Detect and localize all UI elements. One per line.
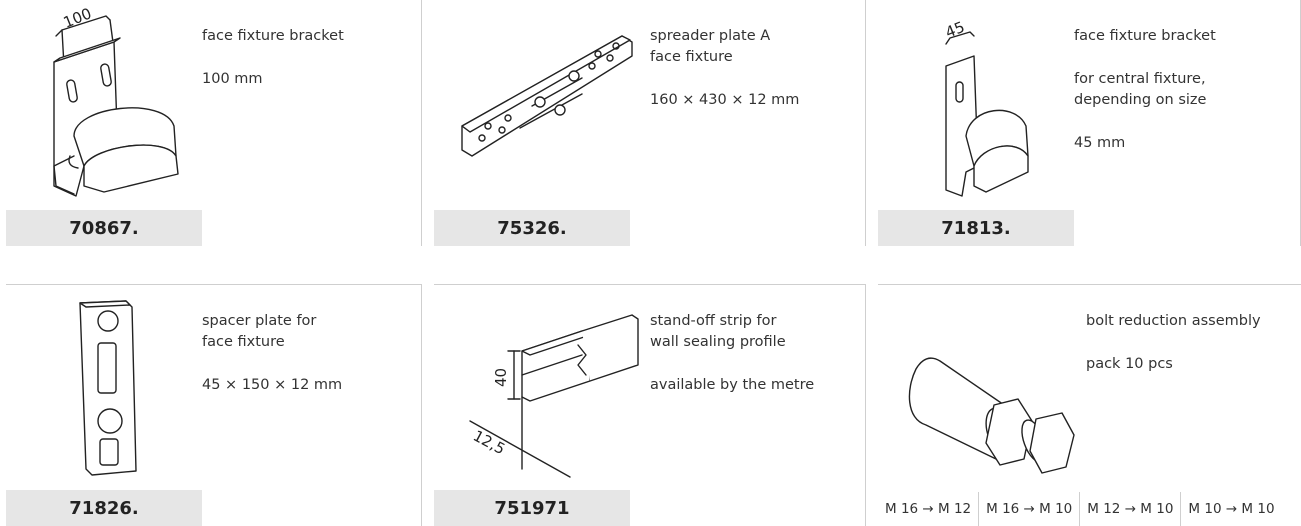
product-name: spreader plate A face fixture	[650, 28, 771, 65]
product-spec: 160 × 430 × 12 mm	[650, 92, 800, 108]
product-card-75326: spreader plate A face fixture 160 × 430 …	[434, 0, 866, 246]
variant-2: M 16 → M 10	[979, 492, 1081, 526]
spacer-plate-drawing	[14, 291, 204, 491]
product-spec: available by the metre	[650, 377, 815, 393]
product-name: face fixture bracket	[202, 28, 344, 44]
dimension-label: 45	[943, 18, 967, 42]
product-spec: 45 × 150 × 12 mm	[202, 377, 343, 393]
dimension-width: 12,5	[470, 427, 508, 459]
product-code: 71813.	[878, 210, 1074, 246]
product-code: 75326.	[434, 210, 630, 246]
product-name: spacer plate for face fixture	[202, 313, 317, 350]
product-card-71826: spacer plate for face fixture 45 × 150 ×…	[6, 284, 422, 526]
product-code: 71826.	[6, 490, 202, 526]
product-card-751971: 40 12,5 stand-off strip for wall sealing…	[434, 284, 866, 526]
product-name: bolt reduction assembly	[1086, 313, 1261, 329]
product-spec: for central fixture, depending on size	[1074, 71, 1207, 108]
dimension-height: 40	[492, 368, 510, 387]
spreader-plate-drawing	[442, 6, 652, 206]
bolt-reduction-drawing	[886, 299, 1086, 499]
face-fixture-bracket-100-drawing: 100	[14, 4, 204, 206]
product-code: 70867.	[6, 210, 202, 246]
product-code: 751971	[434, 490, 630, 526]
variant-1: M 16 → M 12	[878, 492, 980, 526]
product-card-bolt-reduction: bolt reduction assembly pack 10 pcs M 16…	[878, 284, 1301, 526]
dimension-label: 100	[61, 6, 94, 32]
variant-list: M 16 → M 12 M 16 → M 10 M 12 → M 10 M 10…	[878, 492, 1282, 526]
face-fixture-bracket-45-drawing: 45	[886, 6, 1076, 206]
product-size: 45 mm	[1074, 135, 1126, 151]
product-name: stand-off strip for wall sealing profile	[650, 313, 786, 350]
product-card-70867: 100 face fixture bracket 100 mm 70867.	[6, 0, 422, 246]
product-card-71813: 45 face fixture bracket for central fixt…	[878, 0, 1301, 246]
product-spec: 100 mm	[202, 71, 263, 87]
variant-4: M 10 → M 10	[1188, 501, 1275, 517]
product-name: face fixture bracket	[1074, 28, 1216, 44]
stand-off-strip-drawing: 40 12,5	[442, 291, 642, 491]
product-spec: pack 10 pcs	[1086, 356, 1173, 372]
variant-3: M 12 → M 10	[1080, 492, 1182, 526]
